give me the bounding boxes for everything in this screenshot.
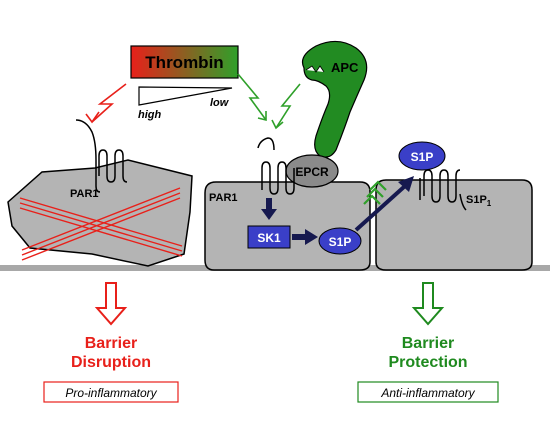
- par1-left-label: PAR1: [70, 188, 99, 200]
- left-outcome-line1: Barrier: [85, 335, 137, 352]
- par1-right-label: PAR1: [209, 192, 238, 204]
- s1p1-label: S1P1: [466, 194, 492, 208]
- s1p-export-arrow: [354, 176, 414, 232]
- left-outcome-line2: Disruption: [71, 354, 151, 371]
- concentration-wedge: [138, 86, 233, 106]
- s1p-top-label: S1P: [411, 150, 434, 164]
- s1p1-receptor: [419, 169, 467, 211]
- pro-inflammatory-box: [43, 381, 179, 403]
- s1p-inner: S1P: [318, 227, 362, 255]
- anti-inflammatory-label: Anti-inflammatory: [380, 386, 475, 400]
- low-label: low: [210, 97, 230, 109]
- s1p-transporter-icon: [363, 180, 387, 205]
- pro-inflammatory-label: Pro-inflammatory: [65, 386, 157, 400]
- s1p-inner-label: S1P: [329, 235, 352, 249]
- thrombin-label: Thrombin: [145, 53, 223, 72]
- right-cell: [375, 179, 533, 271]
- sk1-label: SK1: [257, 231, 281, 245]
- left-outcome-arrow: [94, 282, 128, 326]
- right-outcome-line2: Protection: [388, 354, 467, 371]
- red-lightning-arrow: [85, 83, 127, 124]
- apc-label: APC: [331, 60, 359, 75]
- right-outcome-arrow: [411, 282, 445, 326]
- thrombin-box: Thrombin: [130, 45, 239, 79]
- right-outcome-line1: Barrier: [402, 335, 454, 352]
- par1-to-sk1-arrow: [261, 198, 277, 220]
- sk1-to-s1p-arrow: [292, 229, 318, 245]
- par1-left-receptor: [75, 119, 128, 193]
- s1p-top: S1P: [398, 141, 446, 171]
- sk1-box: SK1: [247, 225, 291, 249]
- anti-inflammatory-box: [357, 381, 499, 403]
- left-cell: [7, 159, 193, 267]
- apc-molecule: APC: [301, 40, 368, 158]
- par1-right-receptor: [257, 137, 295, 195]
- epcr-label: EPCR: [295, 165, 329, 179]
- stress-fibers: [19, 187, 183, 261]
- high-label: high: [138, 109, 161, 121]
- green-lightning-arrows: [237, 73, 301, 130]
